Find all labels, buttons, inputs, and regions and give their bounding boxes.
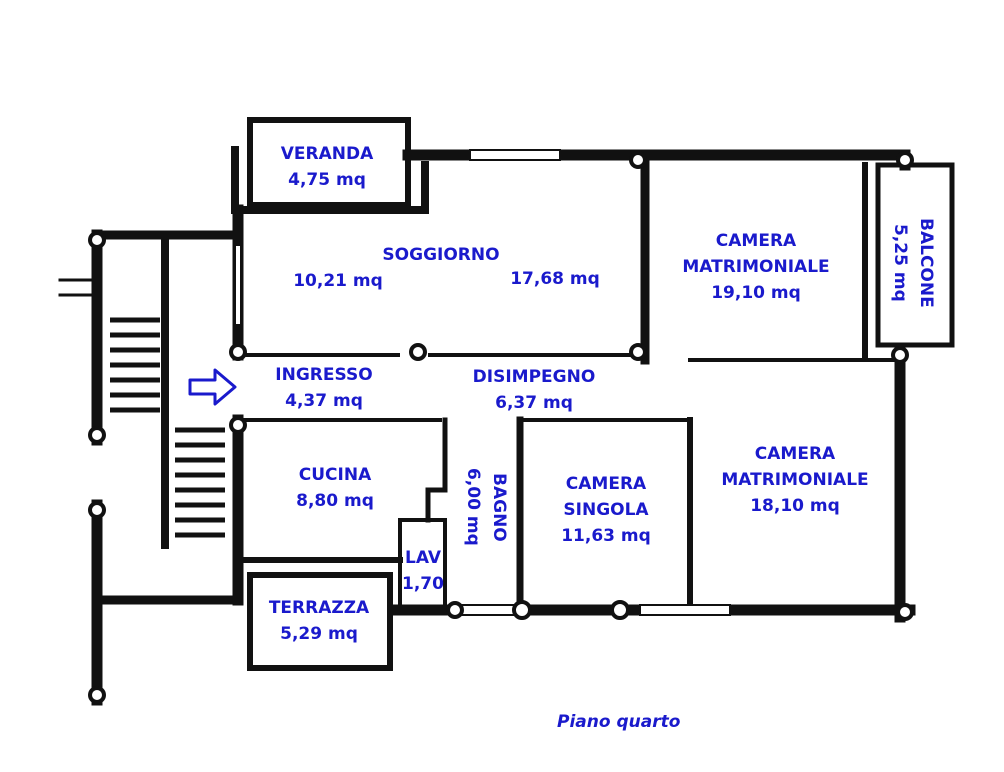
- room-area: 5,25 mq: [890, 223, 910, 302]
- room-name-line2: MATRIMONIALE: [721, 470, 869, 490]
- windows: [234, 149, 731, 616]
- room-area: 10,21 mq: [293, 271, 383, 291]
- floor-label: Piano quarto: [557, 712, 681, 732]
- room-name: SOGGIORNO: [382, 245, 500, 265]
- room-name: INGRESSO: [275, 365, 373, 385]
- room-name: DISIMPEGNO: [472, 367, 596, 387]
- room-disimpegno: DISIMPEGNO 6,37 mq: [473, 364, 596, 416]
- room-bagno: BAGNO 6,00 mq: [460, 468, 512, 546]
- room-name-line1: CAMERA: [754, 444, 836, 464]
- arrow-right-icon: [188, 368, 237, 406]
- room-balcone: BALCONE 5,25 mq: [887, 218, 939, 308]
- room-camera-matrimoniale-2: CAMERA MATRIMONIALE 18,10 mq: [721, 441, 868, 519]
- room-area: 6,00 mq: [463, 468, 483, 546]
- room-ingresso: INGRESSO 4,37 mq: [275, 362, 372, 414]
- room-area: 8,80 mq: [296, 491, 374, 511]
- room-camera-matrimoniale-1: CAMERA MATRIMONIALE 19,10 mq: [682, 228, 829, 306]
- room-name: TERRAZZA: [268, 598, 370, 618]
- room-name: VERANDA: [280, 144, 374, 164]
- room-veranda: VERANDA 4,75 mq: [281, 141, 374, 193]
- room-soggiorno-area-left: 10,21 mq: [293, 268, 383, 294]
- room-area: 17,68 mq: [510, 269, 600, 289]
- room-name: LAV: [404, 548, 441, 568]
- room-name-line1: CAMERA: [715, 231, 797, 251]
- room-name-line2: MATRIMONIALE: [682, 257, 830, 277]
- room-lav: LAV 1,70: [402, 545, 444, 597]
- room-soggiorno-name: SOGGIORNO: [382, 242, 499, 268]
- room-area: 11,63 mq: [561, 526, 651, 546]
- room-area: 1,70: [402, 574, 444, 594]
- room-area: 6,37 mq: [495, 393, 573, 413]
- staircase: [110, 317, 225, 538]
- room-name: CUCINA: [298, 465, 372, 485]
- room-area: 4,37 mq: [285, 391, 363, 411]
- room-camera-singola: CAMERA SINGOLA 11,63 mq: [561, 471, 651, 549]
- room-name: BAGNO: [489, 472, 509, 542]
- room-soggiorno-area-right: 17,68 mq: [510, 266, 600, 292]
- room-terrazza: TERRAZZA 5,29 mq: [269, 595, 369, 647]
- room-area: 4,75 mq: [288, 170, 366, 190]
- pillars: [88, 151, 914, 704]
- room-name-line1: CAMERA: [565, 474, 647, 494]
- room-area: 18,10 mq: [750, 496, 840, 516]
- room-cucina: CUCINA 8,80 mq: [296, 462, 374, 514]
- walls: [58, 117, 955, 706]
- room-name-line2: SINGOLA: [563, 500, 649, 520]
- room-area: 19,10 mq: [711, 283, 801, 303]
- room-name: BALCONE: [916, 218, 936, 308]
- room-area: 5,29 mq: [280, 624, 358, 644]
